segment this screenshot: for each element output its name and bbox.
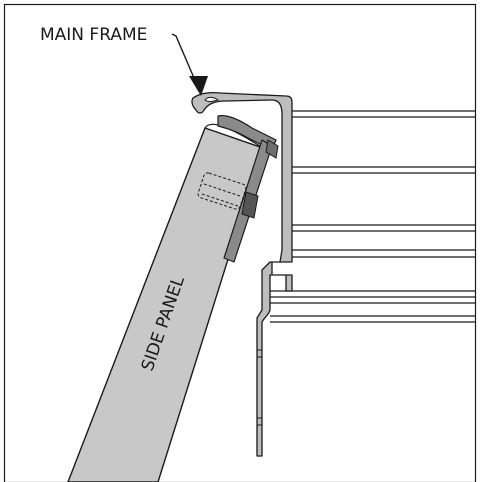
side-panel-body [67,127,264,482]
horizontal-rails [270,110,476,323]
bracket-tab [265,139,279,159]
bracket-nut [241,191,259,219]
main-frame [191,92,293,457]
hidden-fastener [197,172,247,210]
mounting-bracket [217,115,279,263]
main-frame-lip [204,96,220,103]
main-frame-profile [191,92,293,457]
main-frame-arrow [171,33,208,96]
diagram-border [3,3,477,482]
main-frame-label: MAIN FRAME [40,25,147,45]
frame-post-details [257,349,262,457]
